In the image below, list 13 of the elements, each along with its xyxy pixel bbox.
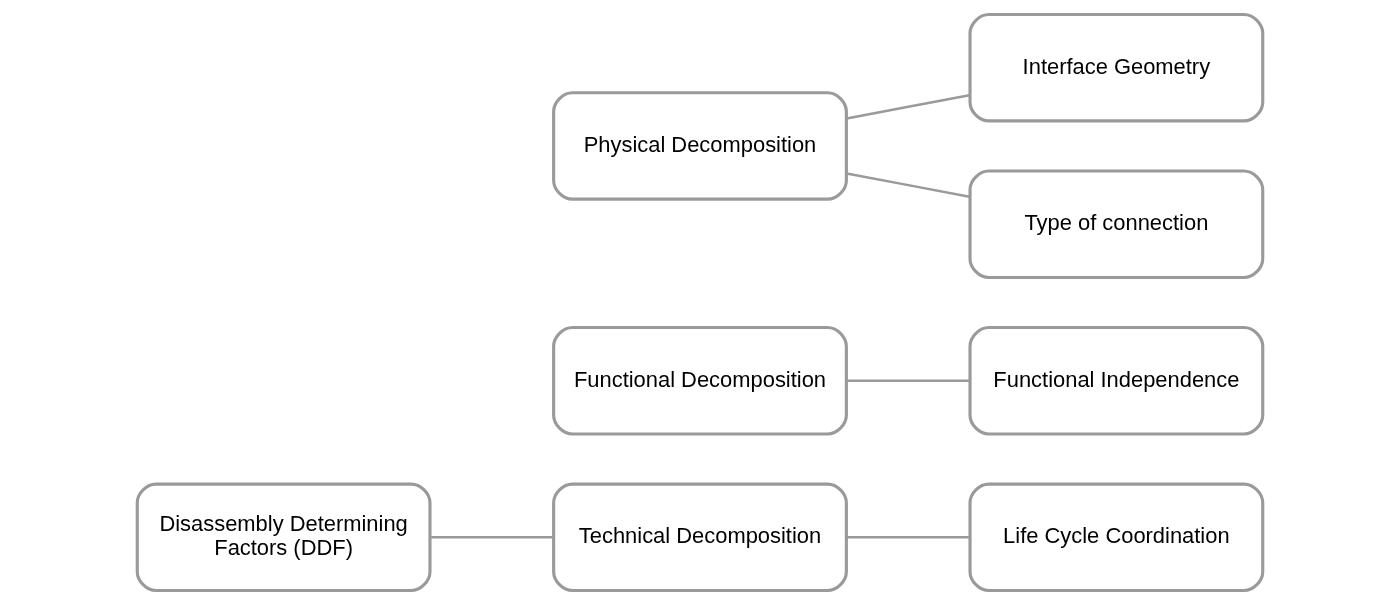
connector — [846, 379, 969, 382]
node-box: Functional Independence — [967, 326, 1264, 436]
connector — [429, 536, 553, 539]
node-box: Life Cycle Coordination — [967, 482, 1264, 593]
connector — [846, 536, 969, 539]
node-box: Functional Decomposition — [551, 326, 848, 436]
node-box: Type of connection — [967, 169, 1264, 279]
node-box: Physical Decomposition — [551, 91, 848, 201]
node-box: Disassembly Determining Factors (DDF) — [135, 482, 432, 593]
node-box: Technical Decomposition — [551, 482, 848, 593]
connector — [845, 94, 970, 120]
connector — [845, 172, 970, 198]
node-box: Interface Geometry — [967, 12, 1264, 123]
